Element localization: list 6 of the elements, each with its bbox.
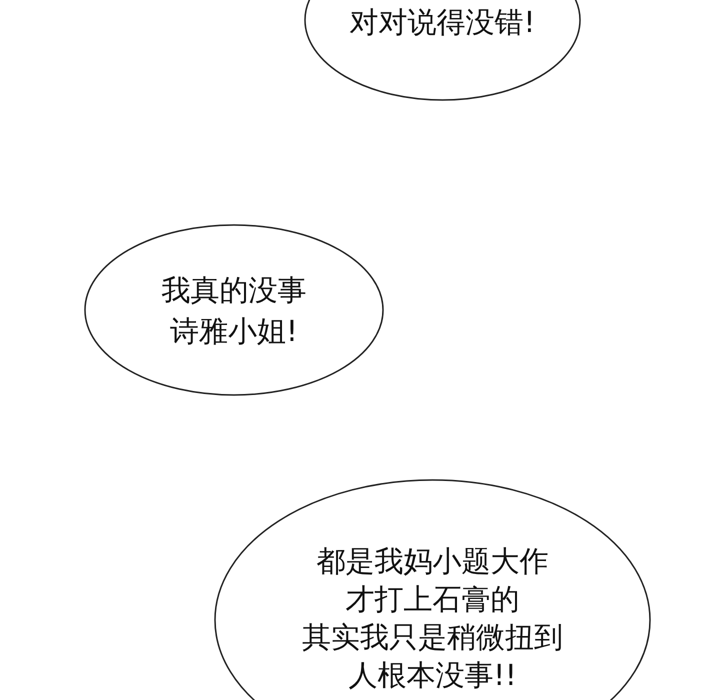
speech-text: 都是我妈小题大作才打上石膏的其实我只是稍微扭到人根本没事!! <box>301 543 564 694</box>
speech-bubble <box>84 224 384 396</box>
speech-text: 我真的没事诗雅小姐! <box>160 272 308 350</box>
speech-bubble <box>214 479 651 700</box>
speech-text: 对对说得没错! <box>348 4 536 41</box>
speech-bubble <box>304 0 581 101</box>
